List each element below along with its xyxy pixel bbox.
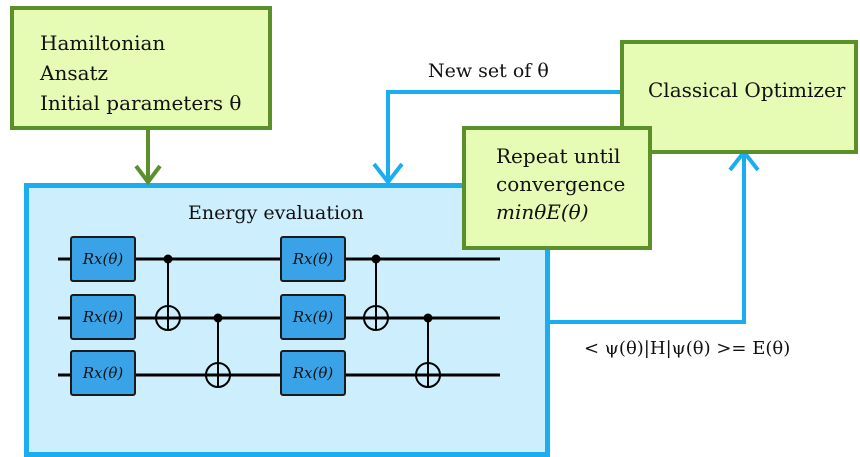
new-params-label: New set of θ (428, 60, 549, 82)
input-box-text: Hamiltonian Ansatz Initial parameters θ (40, 28, 241, 118)
ansatz-label: Ansatz (40, 61, 109, 85)
convergence-label: convergence (496, 172, 626, 196)
cnot-gate-2 (205, 313, 231, 388)
repeat-until-label: Repeat until (496, 144, 621, 168)
input-arrow (134, 130, 162, 186)
hamiltonian-label: Hamiltonian (40, 31, 166, 55)
rx-gate: Rx(θ) (70, 350, 136, 396)
rx-gate: Rx(θ) (280, 294, 346, 340)
rx-gate: Rx(θ) (280, 236, 346, 282)
min-energy-label: minθE(θ) (496, 200, 589, 224)
initial-parameters-label: Initial parameters θ (40, 91, 242, 115)
repeat-box-text: Repeat until convergence minθE(θ) (496, 142, 625, 226)
classical-optimizer-box (620, 40, 858, 154)
rx-gate: Rx(θ) (70, 236, 136, 282)
rx-gate: Rx(θ) (280, 350, 346, 396)
cnot-gate-3 (363, 254, 389, 331)
expectation-value-label: < ψ(θ)|H|ψ(θ) >= E(θ) (584, 338, 791, 359)
input-box (10, 6, 272, 130)
cnot-gate-4 (415, 313, 441, 388)
rx-gate: Rx(θ) (70, 294, 136, 340)
new-params-arrow (372, 90, 622, 186)
cnot-gate-1 (155, 254, 181, 331)
classical-optimizer-label: Classical Optimizer (648, 78, 846, 102)
repeat-box (462, 126, 652, 250)
energy-evaluation-title: Energy evaluation (188, 202, 364, 224)
